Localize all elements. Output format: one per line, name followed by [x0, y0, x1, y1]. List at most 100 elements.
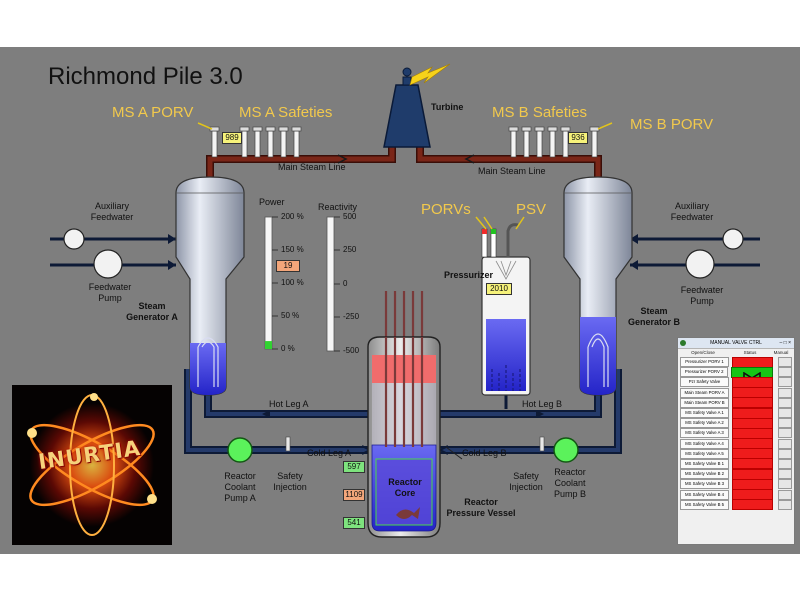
steam-generator-b[interactable] [563, 176, 633, 396]
valve-toggle-button[interactable]: MS Safety Valve A 1 [680, 408, 730, 419]
valve-manual-checkbox[interactable] [778, 448, 793, 459]
valve-toggle-button[interactable]: MS Safety Valve B 4 [680, 489, 730, 500]
valve-toggle-button[interactable]: MS Safety Valve B 2 [680, 469, 730, 480]
core-bottom-readout: 541 [343, 517, 365, 529]
reactor-coolant-pump-a-label: Reactor Coolant Pump A [224, 471, 256, 503]
reactor-coolant-pump-b[interactable] [553, 437, 579, 463]
psv-pointer [515, 216, 525, 230]
valve-manual-checkbox[interactable] [778, 438, 793, 449]
ms-a-safeties-label: MS A Safeties [239, 104, 333, 121]
valve-toggle-button[interactable]: Main Steam PORV B [680, 397, 730, 408]
turbine[interactable] [383, 67, 431, 148]
plant-panel: Richmond Pile 3.0 MS A PORV MS A Safetie… [0, 47, 800, 554]
valve-toggle-button[interactable]: MS Safety Valve B 5 [680, 499, 730, 510]
reactivity-tick: -250 [343, 312, 360, 321]
valve-toggle-button[interactable]: MS Safety Valve A 4 [680, 438, 730, 449]
safety-injection-b-valve [539, 436, 545, 452]
reactivity-tick: 500 [343, 212, 357, 221]
valve-row: MS Safety Valve A 3 [680, 427, 793, 439]
valve-manual-checkbox[interactable] [778, 428, 793, 439]
aux-feedwater-valve-b[interactable] [722, 228, 744, 250]
valve-manual-checkbox[interactable] [778, 489, 793, 500]
valve-row: MS Safety Valve A 1 [680, 407, 793, 419]
valve-row: Pressurizer PORV 1 [680, 356, 793, 368]
valve-manual-checkbox[interactable] [778, 458, 793, 469]
pressurizer-label: Pressurizer [444, 270, 494, 280]
valve-toggle-button[interactable]: MS Safety Valve B 1 [680, 458, 730, 469]
column-header: Open/Close [691, 350, 715, 355]
feedwater-pump-b[interactable] [685, 249, 715, 279]
pressurizer-porvs [481, 228, 497, 258]
power-value-readout: 19 [276, 260, 300, 272]
valve-manual-checkbox[interactable] [778, 499, 793, 510]
valve-manual-checkbox[interactable] [778, 377, 793, 388]
ms-a-porv [209, 126, 220, 158]
main-steam-line-a [206, 147, 396, 185]
inurtia-logo: INURTIA [12, 385, 172, 545]
porvs-pointer [475, 216, 487, 230]
manual-valve-window-title: MANUAL VALVE CTRL [710, 340, 762, 346]
valve-manual-checkbox[interactable] [778, 418, 793, 429]
valve-row: MS Safety Valve A 5 [680, 448, 793, 460]
feedwater-pump-a-label: Feedwater Pump [88, 282, 132, 303]
steam-generator-b-label: Steam Generator B [627, 306, 680, 327]
valve-manual-checkbox[interactable] [778, 408, 793, 419]
valve-row: MS Safety Valve B 5 [680, 499, 793, 511]
valve-row: MS Safety Valve A 4 [680, 438, 793, 450]
reactivity-tick: 250 [343, 245, 357, 254]
valve-manual-checkbox[interactable] [778, 469, 793, 480]
porvs-label: PORVs [421, 201, 471, 218]
reactor-coolant-pump-a[interactable] [227, 437, 253, 463]
ms-a-porv-pointer [197, 122, 213, 130]
power-tick: 100 % [281, 278, 304, 287]
valve-manual-checkbox[interactable] [778, 397, 793, 408]
window-controls-icon[interactable]: – □ × [779, 340, 792, 346]
cold-leg-b-label: Cold Leg B [462, 448, 507, 458]
valve-manual-checkbox[interactable] [778, 357, 793, 368]
ms-a-pressure-readout: 989 [222, 132, 242, 144]
valve-manual-checkbox[interactable] [778, 367, 792, 378]
hot-leg-b-label: Hot Leg B [522, 399, 563, 409]
porvs-pointer [483, 216, 493, 230]
reactivity-gauge [326, 216, 340, 352]
page-title: Richmond Pile 3.0 [48, 63, 243, 90]
valve-toggle-button[interactable]: Pressurizer PORV 2 [680, 367, 729, 378]
valve-toggle-button[interactable]: Pressurizer PORV 1 [680, 357, 730, 368]
valve-row: Pzr Safety Valve [680, 376, 793, 388]
reactor-pressure-vessel-label: Reactor Pressure Vessel [446, 497, 516, 518]
fish-icon [396, 507, 420, 519]
manual-valve-window-titlebar[interactable]: MANUAL VALVE CTRL – □ × [678, 338, 794, 349]
main-steam-line-b [416, 147, 602, 185]
power-tick: 200 % [281, 212, 304, 221]
lightning-bolt-icon [409, 63, 451, 86]
valve-manual-checkbox[interactable] [778, 387, 793, 398]
power-label: Power [259, 197, 285, 207]
valve-row: MS Safety Valve B 1 [680, 458, 793, 470]
valve-toggle-button[interactable]: MS Safety Valve A 5 [680, 448, 730, 459]
valve-row: Main Steam PORV B [680, 397, 793, 409]
cold-leg-a-label: Cold Leg A [307, 448, 352, 458]
reactor-core-label: Reactor Core [388, 477, 422, 498]
psv-pipe [506, 223, 519, 257]
valve-table-header: Open/Close Status Manual [678, 349, 794, 357]
reactor-pressure-vessel[interactable] [367, 336, 441, 538]
ms-b-porv [589, 126, 600, 158]
valve-row: MS Safety Valve A 2 [680, 417, 793, 429]
main-steam-line-b-label: Main Steam Line [478, 166, 546, 176]
core-top-readout: 597 [343, 461, 365, 473]
aux-feedwater-valve-a[interactable] [63, 228, 85, 250]
valve-toggle-button[interactable]: Pzr Safety Valve [680, 377, 730, 388]
main-steam-line-a-label: Main Steam Line [278, 162, 346, 172]
valve-toggle-button[interactable]: MS Safety Valve B 3 [680, 479, 730, 490]
valve-toggle-button[interactable]: Main Steam PORV A [680, 387, 730, 398]
manual-valve-window: MANUAL VALVE CTRL – □ × Open/Close Statu… [677, 337, 795, 545]
valve-toggle-button[interactable]: MS Safety Valve A 2 [680, 418, 730, 429]
power-tick: 150 % [281, 245, 304, 254]
valve-toggle-button[interactable]: MS Safety Valve A 3 [680, 428, 730, 439]
feedwater-pump-a[interactable] [93, 249, 123, 279]
app-icon [680, 340, 686, 346]
core-mid-readout: 1109 [343, 489, 365, 501]
steam-generator-a[interactable] [175, 176, 245, 396]
valve-manual-checkbox[interactable] [778, 479, 793, 490]
